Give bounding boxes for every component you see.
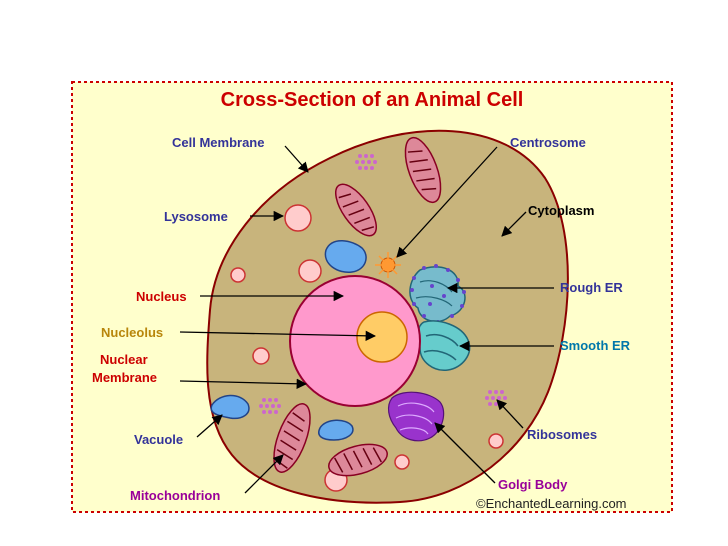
label-mitochondrion: Mitochondrion [130,488,220,503]
lysosome [298,259,322,283]
arrow-centrosome [396,146,498,258]
label-ribosomes: Ribosomes [527,427,597,442]
ribosome-cluster-left [259,398,281,414]
label-vacuole: Vacuole [134,432,183,447]
arrow-golgi-body [434,422,496,484]
arrow-ribosomes [496,399,524,429]
lysosome [230,267,246,283]
label-nucleus: Nucleus [136,289,187,304]
label-nucleolus: Nucleolus [101,325,163,340]
mitochondrion [335,183,377,237]
arrow-nucleolus [179,330,377,342]
arrow-mitochondrion [244,454,284,494]
mitochondria [273,136,442,477]
diagram-title: Cross-Section of an Animal Cell [221,89,524,111]
lysosome-main [284,204,312,232]
copyright: ©EnchantedLearning.com [476,496,627,511]
vacuole-top [324,240,367,273]
label-rough-er: Rough ER [560,280,623,295]
label-nuclear-membrane-line1: Nuclear [100,352,148,367]
label-golgi-body: Golgi Body [498,477,568,492]
ribosome-clusters [259,154,507,414]
ribosome-cluster-top [355,154,377,170]
arrow-cell-membrane [284,145,309,173]
nucleus [289,275,421,407]
label-centrosome: Centrosome [510,135,586,150]
labels: Cell Membrane Lysosome Nucleus Nucleolus… [92,135,631,503]
arrow-vacuole [196,414,223,438]
label-nuclear-membrane-line2: Membrane [92,370,157,385]
arrow-nuclear-membrane [179,378,308,389]
lysosomes [230,204,504,492]
label-lysosome: Lysosome [164,209,228,224]
lysosome [488,433,504,449]
mitochondrion [328,443,388,477]
vacuoles [210,240,367,441]
mitochondrion [404,136,442,204]
lysosome [252,347,270,365]
label-cytoplasm: Cytoplasm [528,203,594,218]
vacuole-main [210,394,250,420]
golgi-body [387,391,445,442]
label-smooth-er: Smooth ER [560,338,631,353]
vacuole-bottom [318,419,354,441]
lysosome [394,454,410,470]
arrow-cytoplasm [501,211,527,237]
nucleolus [356,311,408,363]
centrosome [375,252,401,278]
label-arrows [179,145,554,494]
label-cell-membrane: Cell Membrane [172,135,264,150]
